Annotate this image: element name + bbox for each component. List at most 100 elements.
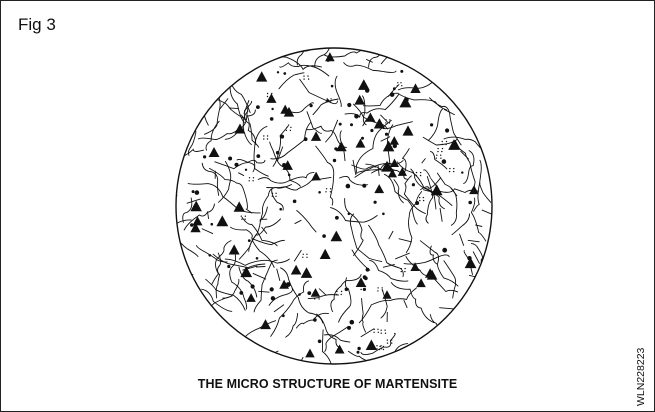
fine-dot xyxy=(437,148,438,149)
carbide-dot xyxy=(415,201,419,205)
fine-dot xyxy=(263,138,264,139)
carbide-dot xyxy=(288,174,291,177)
fine-dot xyxy=(397,85,398,86)
figure-caption: THE MICRO STRUCTURE OF MARTENSITE xyxy=(1,377,654,391)
fine-dot xyxy=(244,219,245,220)
fine-dot xyxy=(379,349,380,350)
carbide-dot xyxy=(227,265,230,268)
carbide-dot xyxy=(271,108,273,110)
grain-boundary-line xyxy=(157,274,192,295)
fine-dot xyxy=(303,75,304,76)
carbide-dot xyxy=(385,133,388,136)
carbide-dot xyxy=(393,87,396,90)
fine-dot xyxy=(373,332,374,333)
fine-dot xyxy=(330,101,331,102)
carbide-dot xyxy=(363,275,367,279)
fine-dot xyxy=(381,333,382,334)
grain-boundary-line xyxy=(381,12,422,64)
fine-dot xyxy=(384,330,385,331)
fine-dot xyxy=(253,177,254,178)
carbide-dot xyxy=(350,320,355,325)
carbide-dot xyxy=(357,347,360,350)
carbide-dot xyxy=(374,201,377,204)
fine-dot xyxy=(290,130,291,131)
carbide-dot xyxy=(350,123,353,126)
carbide-dot xyxy=(228,157,232,161)
fine-dot xyxy=(401,271,402,272)
fine-dot xyxy=(325,191,326,192)
fine-dot xyxy=(302,257,303,258)
carbide-dot xyxy=(310,104,313,107)
fine-dot xyxy=(377,290,378,291)
grain-boundary-line xyxy=(469,275,511,308)
fine-dot xyxy=(330,191,331,192)
fine-dot xyxy=(245,216,246,217)
fine-dot xyxy=(385,333,386,334)
carbide-dot xyxy=(280,135,284,139)
carbide-dot xyxy=(345,288,349,292)
grain-boundary-line xyxy=(447,63,489,89)
fine-dot xyxy=(385,119,386,120)
carbide-dot xyxy=(347,103,351,107)
fine-dot xyxy=(341,294,342,295)
fine-dot xyxy=(440,155,441,156)
carbide-dot xyxy=(390,92,395,97)
fine-dot xyxy=(401,85,402,86)
fine-dot xyxy=(326,188,327,189)
fine-dot xyxy=(391,339,392,340)
fine-dot xyxy=(383,346,384,347)
carbide-dot xyxy=(256,154,260,158)
fine-dot xyxy=(420,175,421,176)
carbide-dot xyxy=(282,314,285,317)
micrograph-field-circle xyxy=(176,48,492,364)
fine-dot xyxy=(423,200,424,201)
carbide-dot xyxy=(271,296,275,300)
fine-dot xyxy=(382,290,383,291)
carbide-dot xyxy=(270,117,274,121)
fine-dot xyxy=(267,135,268,136)
grain-boundary-line xyxy=(146,194,177,202)
fine-dot xyxy=(401,268,402,269)
fine-dot xyxy=(436,155,437,156)
carbide-dot xyxy=(313,318,317,322)
fine-dot xyxy=(327,98,328,99)
reference-code: WLN228223 xyxy=(635,348,647,406)
carbide-dot xyxy=(256,105,260,109)
carbide-dot xyxy=(430,123,433,126)
fine-dot xyxy=(326,101,327,102)
fine-dot xyxy=(303,78,304,79)
carbide-dot xyxy=(357,351,360,354)
fine-dot xyxy=(445,144,446,145)
carbide-dot xyxy=(283,72,286,75)
fine-dot xyxy=(385,122,386,123)
fine-dot xyxy=(404,268,405,269)
carbide-dot xyxy=(442,248,447,253)
fine-dot xyxy=(336,294,337,295)
carbide-dot xyxy=(361,137,364,140)
fine-dot xyxy=(416,172,417,173)
fine-dot xyxy=(449,171,450,172)
carbide-dot xyxy=(412,183,415,186)
carbide-dot xyxy=(354,114,359,119)
carbide-dot xyxy=(245,169,247,171)
fine-dot xyxy=(314,298,315,299)
carbide-dot xyxy=(335,216,339,220)
carbide-dot xyxy=(276,151,280,155)
fine-dot xyxy=(442,144,443,145)
carbide-dot xyxy=(347,326,351,330)
fine-dot xyxy=(416,175,417,176)
fine-dot xyxy=(275,196,276,197)
fine-dot xyxy=(440,158,441,159)
carbide-dot xyxy=(203,155,206,158)
fine-dot xyxy=(249,180,250,181)
carbide-dot xyxy=(318,340,322,344)
carbide-dot xyxy=(370,129,373,132)
fine-dot xyxy=(387,339,388,340)
fine-dot xyxy=(379,346,380,347)
fine-dot xyxy=(272,193,273,194)
fine-dot xyxy=(419,197,420,198)
grain-boundary-line xyxy=(246,351,278,368)
fine-dot xyxy=(376,345,377,346)
